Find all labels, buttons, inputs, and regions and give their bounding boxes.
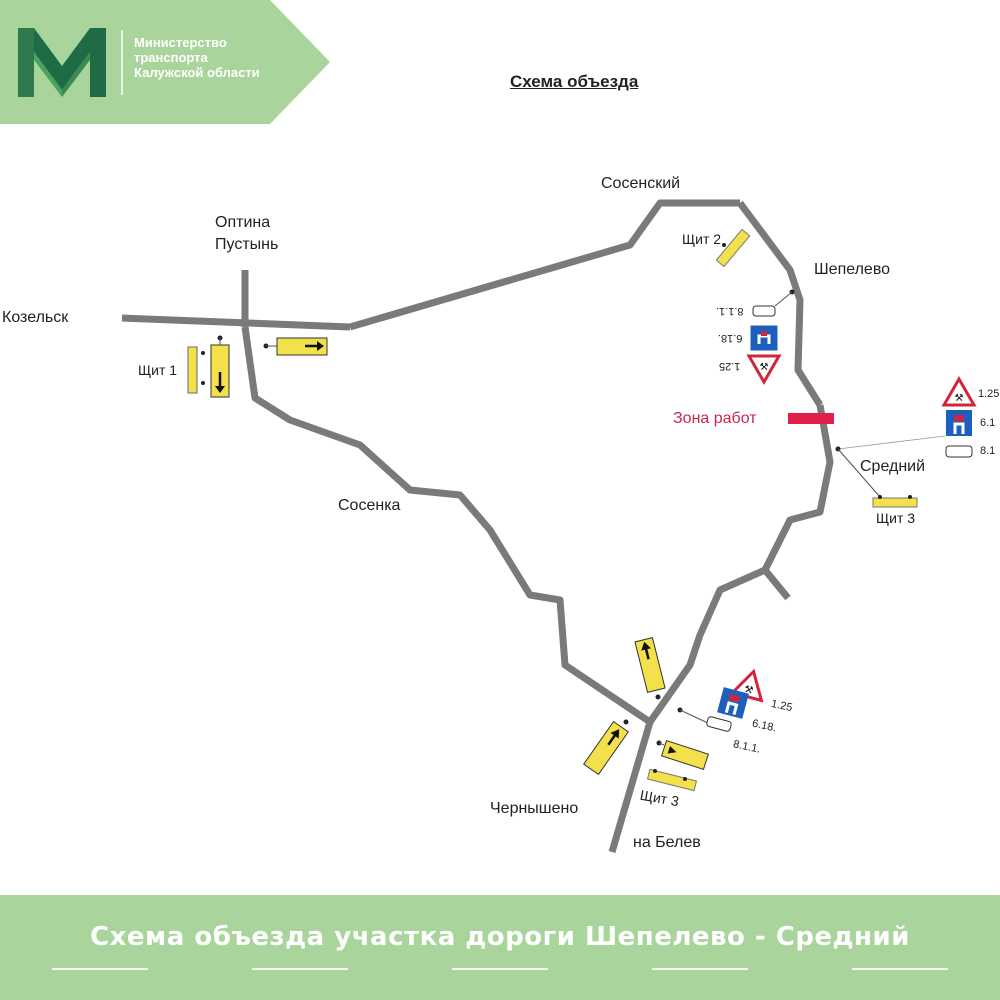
- label-kozelsk: Козельск: [2, 309, 69, 326]
- code-right-1-25: 1.25: [978, 388, 1000, 400]
- detour-sign-vertical: [634, 636, 666, 700]
- ministry-line-2: транспорта: [134, 50, 208, 65]
- footer-banner: [0, 895, 1000, 1000]
- srednij-signs: ⚒: [835, 375, 977, 458]
- shield-3-right-sign: [837, 448, 918, 508]
- code-top-6-18: 6.18.: [718, 332, 743, 344]
- label-sosensky: Сосенский: [601, 175, 681, 192]
- label-shield-3-right: Щит 3: [876, 510, 916, 526]
- code-top-8-1-1: 8.1.1.: [716, 305, 744, 317]
- shield-3-bottom-sign: [646, 768, 698, 792]
- footer-divider: [852, 968, 948, 970]
- junction-signs: ⚒: [677, 668, 764, 732]
- road-shepelevo-srednij: [647, 404, 834, 725]
- label-shield-2: Щит 2: [682, 231, 722, 247]
- ministry-line-3: Калужской области: [134, 65, 260, 80]
- ministry-line-1: Министерство: [134, 35, 227, 50]
- scheme-title: Схема объезда: [510, 72, 639, 91]
- label-work-zone: Зона работ: [673, 410, 757, 427]
- footer-divider: [452, 968, 548, 970]
- footer-divider: [652, 968, 748, 970]
- road-to-sosensky: [349, 199, 740, 331]
- code-top-1-25: 1.25: [719, 360, 741, 372]
- detour-sign-bottom-left: [583, 719, 629, 776]
- label-optina-line1: Оптина: [215, 214, 271, 231]
- svg-text:⚒: ⚒: [955, 393, 964, 404]
- svg-text:⚒: ⚒: [760, 362, 769, 373]
- road-chernysheno-belev: [608, 721, 654, 853]
- road-optina-sosenka: [241, 326, 652, 725]
- footer-title: Схема объезда участка дороги Шепелево - …: [90, 922, 910, 952]
- ministry-logo-icon: [18, 28, 106, 97]
- detour-sign-bottom-right: [656, 739, 710, 771]
- shield-2-sign: [715, 228, 751, 268]
- ministry-banner: [0, 0, 330, 124]
- label-optina-line2: Пустынь: [215, 236, 279, 253]
- road-sosensky-shepelevo: [737, 200, 823, 407]
- work-zone-marker: [788, 413, 834, 424]
- shepelevo-signs: ⚒: [746, 289, 795, 386]
- road-branch-east: [762, 567, 791, 601]
- shield-1-signs: [187, 335, 230, 398]
- svg-text:⚒: ⚒: [743, 684, 755, 697]
- code-right-6-1: 6.1: [980, 417, 996, 429]
- footer-divider: [52, 968, 148, 970]
- footer-divider: [252, 968, 348, 970]
- label-srednij: Средний: [860, 458, 926, 475]
- code-right-8-1: 8.1: [980, 445, 996, 457]
- label-shepelevo: Шепелево: [814, 261, 891, 278]
- label-sosenka: Сосенка: [338, 497, 401, 514]
- label-na-belev: на Белев: [633, 834, 701, 851]
- ministry-name: Министерство транспорта Калужской област…: [134, 35, 260, 80]
- detour-sign-optina: [263, 337, 328, 356]
- label-shield-1: Щит 1: [138, 362, 178, 378]
- road-kozelsk: [121, 314, 351, 331]
- label-chernysheno: Чернышено: [490, 800, 579, 817]
